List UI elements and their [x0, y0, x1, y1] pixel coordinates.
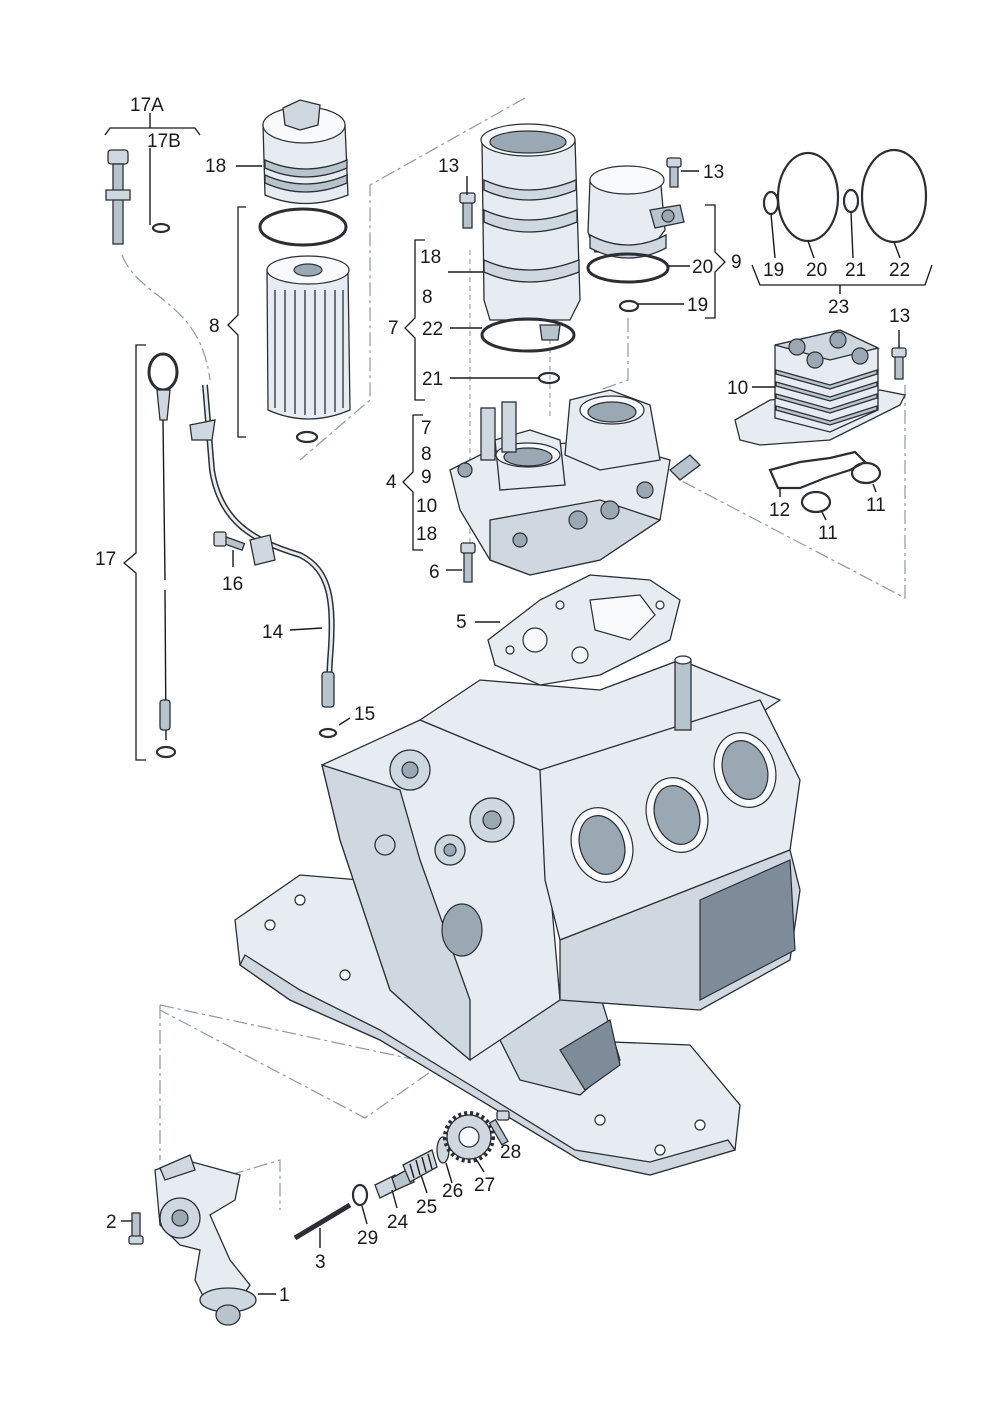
engine-block	[321, 655, 801, 1062]
oil-filter-cup	[480, 123, 581, 341]
label-21-cup: 21	[422, 369, 443, 390]
seal-ring-19	[762, 190, 780, 216]
label-26: 26	[442, 1181, 463, 1202]
o-ring-filter-cap	[258, 207, 348, 247]
label-25: 25	[416, 1197, 437, 1218]
label-28: 28	[500, 1142, 521, 1163]
dipstick-17	[147, 352, 179, 741]
sprocket-27	[443, 1111, 495, 1163]
label-13-cup: 13	[438, 156, 459, 177]
shaft-3	[293, 1202, 352, 1241]
seal-dipstick-bottom	[155, 745, 177, 759]
label-8-housing: 8	[421, 444, 432, 465]
label-5: 5	[456, 612, 467, 633]
housing-9	[587, 165, 685, 259]
label-19-ring: 19	[763, 260, 784, 281]
label-14: 14	[262, 622, 284, 643]
gasket-12	[768, 450, 867, 490]
label-12: 12	[769, 500, 790, 521]
label-27: 27	[474, 1175, 495, 1196]
label-22-cup: 22	[422, 319, 443, 340]
label-6: 6	[429, 562, 440, 583]
label-7-housing: 7	[421, 418, 432, 439]
label-15: 15	[354, 704, 375, 725]
label-11-right: 11	[866, 495, 886, 516]
label-21-ring: 21	[845, 260, 866, 281]
o-ring-20	[586, 252, 670, 284]
oil-pump-1	[154, 1154, 257, 1326]
brackets	[104, 113, 933, 761]
dipstick-tube-14	[189, 384, 335, 708]
filter-element-8	[266, 255, 351, 420]
label-18-housing: 18	[416, 524, 437, 545]
o-ring-filter-bottom	[295, 430, 319, 444]
seal-ring-20	[776, 151, 840, 243]
label-9-housing: 9	[421, 467, 432, 488]
o-ring-19-housing	[618, 299, 640, 313]
shaft-25	[402, 1149, 438, 1183]
dipstick-17a	[105, 149, 131, 245]
bolt-16	[213, 531, 246, 552]
label-10-cooler: 10	[727, 378, 748, 399]
seal-11-right	[850, 461, 882, 485]
gasket-5	[487, 574, 681, 686]
label-2: 2	[106, 1212, 117, 1233]
label-16: 16	[222, 574, 243, 595]
filter-cap-18	[262, 99, 349, 205]
label-20-ring: 20	[806, 260, 827, 281]
leader-lines	[121, 148, 901, 1295]
label-11-bottom: 11	[818, 523, 838, 544]
label-9-group: 9	[731, 252, 742, 273]
bolt-13-cup	[459, 192, 476, 229]
bolt-13-cooler	[891, 347, 907, 380]
label-18-cup: 18	[420, 247, 441, 268]
label-8-cup: 8	[422, 287, 433, 308]
oil-filter-housing-4	[449, 389, 701, 576]
bolt-6	[460, 542, 476, 583]
oil-cooler-10	[734, 329, 906, 446]
label-8-filter: 8	[209, 316, 220, 337]
label-20-housing: 20	[692, 257, 713, 278]
label-3: 3	[315, 1252, 326, 1273]
label-23: 23	[828, 297, 849, 318]
label-19-housing: 19	[687, 295, 708, 316]
label-29: 29	[357, 1228, 378, 1249]
seal-15	[318, 727, 338, 739]
label-17b: 17B	[147, 131, 181, 152]
label-7-group: 7	[388, 318, 399, 339]
seal-ring-22	[860, 148, 928, 244]
label-18-filter-cap: 18	[205, 156, 226, 177]
o-ring-21-cup	[537, 371, 561, 385]
seal-11-bottom	[800, 490, 832, 514]
label-17a: 17A	[130, 95, 164, 116]
part-labels: 17A 17B 18 8 17 16 14 15 13 18 8 7 22 21…	[95, 95, 910, 1306]
label-13-cooler: 13	[889, 306, 910, 327]
o-ring-22-cup	[480, 317, 576, 353]
seal-29	[351, 1183, 369, 1207]
seal-ring-21	[842, 188, 860, 214]
label-22-ring: 22	[889, 260, 910, 281]
bolt-13-right-top	[666, 157, 682, 188]
label-4-group: 4	[386, 472, 397, 493]
label-1: 1	[279, 1285, 290, 1306]
seal-17b	[151, 222, 171, 234]
label-10-housing: 10	[416, 496, 437, 517]
bolt-2	[128, 1212, 144, 1245]
label-24: 24	[387, 1212, 409, 1233]
label-13-right: 13	[703, 162, 724, 183]
bolt-28	[488, 1110, 510, 1146]
label-17-dipstick: 17	[95, 549, 116, 570]
